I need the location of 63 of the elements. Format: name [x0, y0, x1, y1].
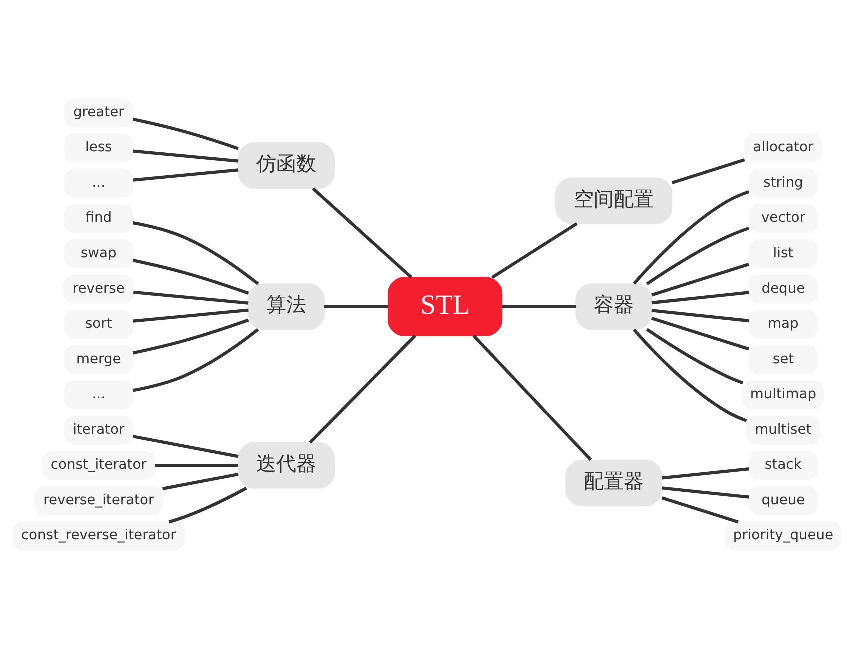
node-box: reverse: [64, 274, 134, 304]
connector: [132, 258, 250, 294]
connector: [662, 496, 739, 524]
connector: [633, 328, 748, 422]
node-box: STL: [388, 276, 503, 336]
connector: [162, 472, 239, 490]
connector: [132, 328, 260, 392]
node-box: multimap: [742, 380, 824, 410]
node-box: map: [748, 310, 818, 338]
connector: [168, 486, 248, 524]
node-box: string: [748, 168, 818, 198]
connector: [646, 328, 744, 384]
node-box: merge: [64, 344, 134, 374]
connector: [662, 466, 750, 480]
node-box: multiset: [746, 415, 821, 444]
connector: [132, 117, 239, 150]
node-box: reverse_iterator: [34, 486, 164, 515]
node-box: 容器: [576, 283, 652, 330]
connector: [472, 334, 592, 461]
connector: [492, 222, 578, 278]
connector: [652, 308, 750, 322]
node-box: 空间配置: [555, 177, 673, 224]
node-box: const_iterator: [42, 450, 156, 480]
node-box: less: [64, 133, 134, 162]
node-box: deque: [748, 274, 818, 304]
node-box: stack: [748, 450, 818, 480]
node-box: 算法: [248, 283, 325, 330]
connector: [132, 434, 239, 458]
connector: [309, 334, 416, 444]
node-box: 仿函数: [238, 142, 336, 189]
connector: [646, 226, 750, 285]
node-box: list: [748, 238, 818, 268]
connector: [633, 190, 750, 284]
node-box: greater: [64, 98, 134, 127]
connector: [134, 290, 249, 304]
node-box: swap: [64, 238, 134, 268]
connector: [651, 316, 750, 350]
node-box: iterator: [64, 415, 134, 444]
connector: [132, 318, 250, 354]
connector: [651, 262, 750, 296]
connector: [672, 158, 746, 184]
node-box: 迭代器: [238, 442, 336, 488]
node-box: sort: [64, 310, 134, 338]
connector: [155, 464, 238, 467]
connector: [133, 149, 239, 162]
node-box: const_reverse_iterator: [12, 521, 186, 550]
connector: [312, 187, 413, 278]
node-box: set: [748, 344, 818, 374]
node-box: priority_queue: [726, 521, 842, 550]
node-box: find: [64, 204, 134, 233]
connector: [133, 308, 249, 322]
connector: [662, 486, 750, 498]
node-box: allocator: [744, 133, 822, 162]
node-box: vector: [748, 204, 818, 233]
node-box: queue: [748, 486, 818, 515]
connector: [324, 304, 388, 308]
connector: [502, 304, 576, 308]
node-box: ...: [64, 168, 134, 198]
node-box: 配置器: [566, 459, 663, 506]
node-box: ...: [64, 380, 134, 410]
connector: [132, 221, 260, 285]
connector: [652, 290, 750, 304]
connector: [133, 168, 239, 182]
